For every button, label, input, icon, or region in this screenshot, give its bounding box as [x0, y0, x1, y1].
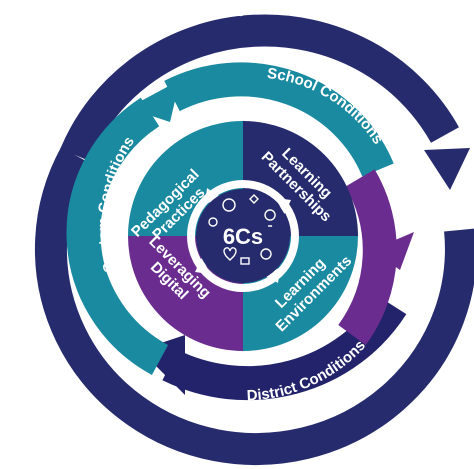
collaborative-inquiry-ring [35, 14, 474, 466]
school-conditions-ring [164, 62, 394, 177]
inner-arrow-icon [262, 268, 280, 283]
scroll-icon [240, 257, 250, 265]
inner-arrow-icon [205, 188, 222, 204]
purple-arrowhead-icon [372, 232, 414, 270]
system-conditions-ring [66, 80, 180, 375]
system-arrowhead-icon [128, 80, 180, 122]
people-icon [208, 217, 218, 227]
center-label: 6Cs [223, 224, 263, 249]
gear-icon [260, 248, 272, 260]
center-6cs: 6Cs [196, 189, 290, 283]
heart-icon [223, 247, 237, 261]
inner-cycle-ring [187, 180, 299, 292]
inner-arrow-icon [276, 198, 291, 215]
globe-icon [222, 198, 236, 212]
puzzle-icon [249, 194, 259, 204]
lightbulb-icon [264, 209, 276, 227]
inner-arrow-icon [195, 257, 210, 274]
ring-arrowhead-icon [424, 148, 470, 190]
purple-right-arc [338, 169, 414, 346]
